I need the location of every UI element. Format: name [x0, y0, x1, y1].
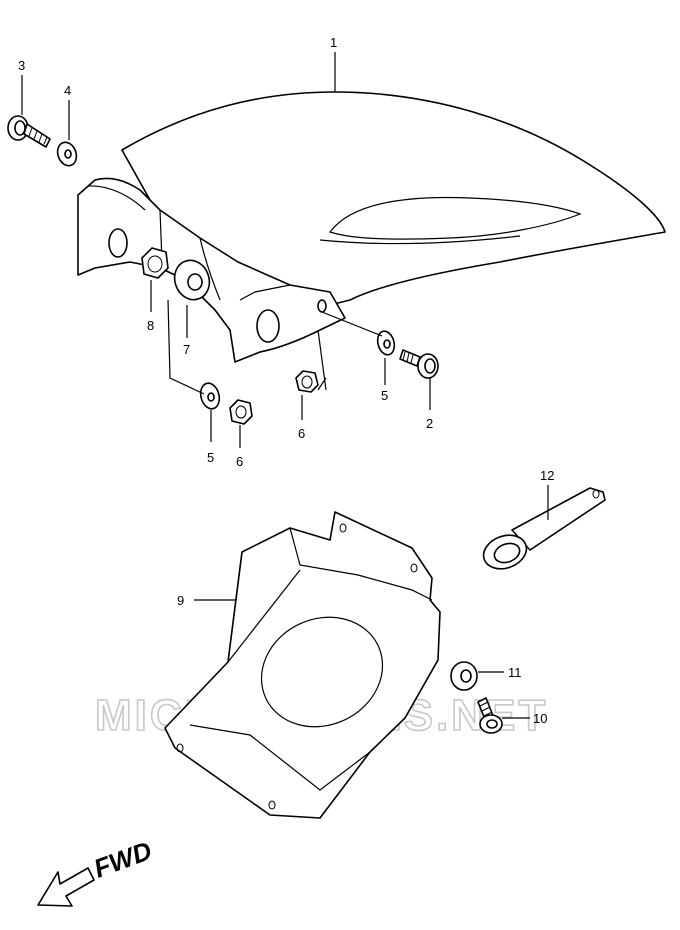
- callout-12: 12: [540, 468, 554, 483]
- forward-arrow-icon: [37, 867, 95, 907]
- nut-part-6-left: [229, 399, 253, 425]
- washer-part-4: [56, 141, 78, 167]
- nut-part-6-middle: [295, 370, 319, 393]
- callout-6-middle: 6: [298, 426, 305, 441]
- callout-11: 11: [508, 665, 522, 680]
- bolt-part-3: [7, 115, 51, 148]
- forward-direction-indicator: FWD: [37, 835, 156, 907]
- callout-1: 1: [330, 35, 337, 50]
- rear-fender-part-1: [77, 91, 666, 391]
- bushing-part-11: [450, 661, 478, 691]
- nut-part-8: [141, 247, 169, 279]
- callout-2: 2: [426, 416, 433, 431]
- callout-9: 9: [177, 593, 184, 608]
- washer-part-7: [173, 259, 211, 301]
- assembly-line-right: [321, 311, 383, 337]
- callout-4: 4: [64, 83, 71, 98]
- callout-6-left: 6: [236, 454, 243, 469]
- callout-7: 7: [183, 342, 190, 357]
- callout-10: 10: [533, 711, 547, 726]
- mudguard-part-9: [164, 511, 441, 819]
- bracket-part-12: [482, 487, 606, 570]
- callout-8: 8: [147, 318, 154, 333]
- assembly-line-nut: [317, 377, 327, 391]
- bolt-part-2: [399, 349, 439, 379]
- assembly-line-left: [167, 299, 205, 395]
- callout-3: 3: [18, 58, 25, 73]
- fwd-label: FWD: [90, 835, 156, 884]
- washer-part-5-left: [199, 382, 221, 410]
- washer-part-5-right: [376, 330, 396, 356]
- bolt-part-10: [477, 697, 503, 734]
- callout-5-right: 5: [381, 388, 388, 403]
- callout-5-left: 5: [207, 450, 214, 465]
